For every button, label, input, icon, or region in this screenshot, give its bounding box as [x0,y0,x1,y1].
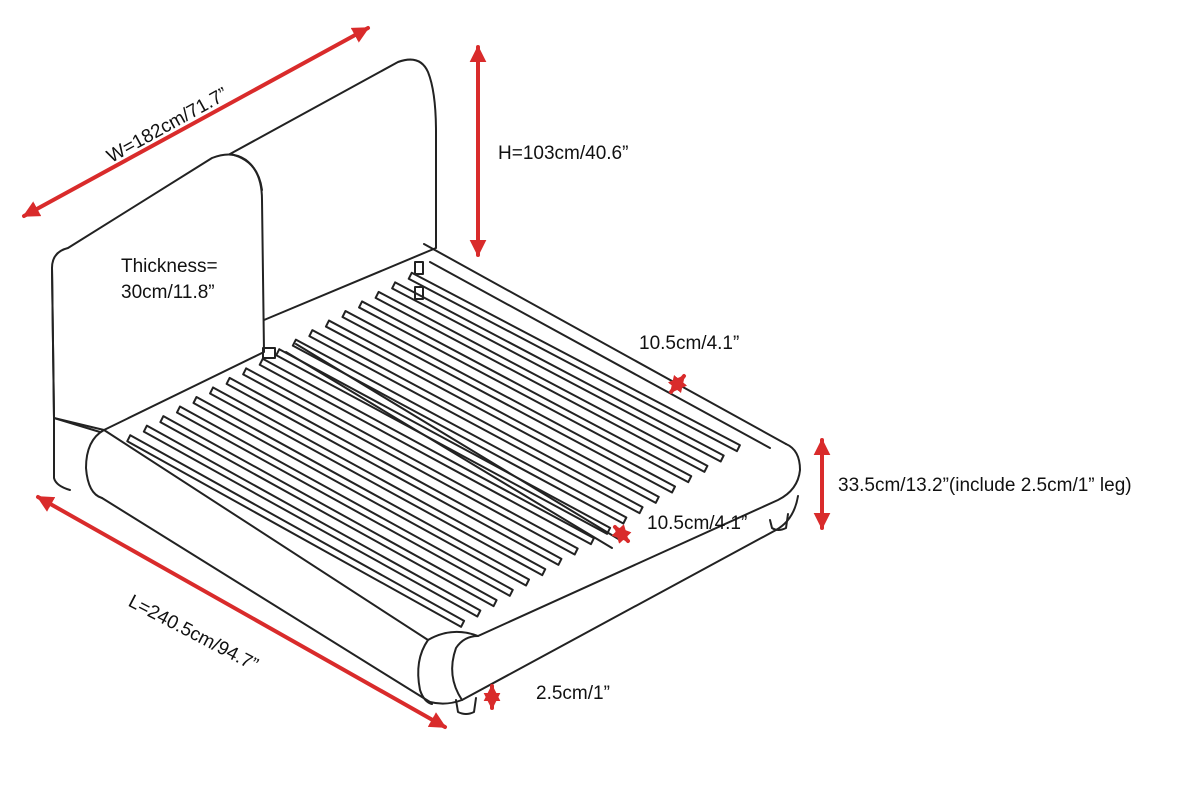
bed-slat [258,357,595,546]
bed-leg-front [455,697,477,715]
bed-slat [275,348,612,535]
bed-slat [126,434,466,628]
thickness-label-line1: Thickness= [121,256,218,277]
side-rail-front-arrow [611,524,632,544]
bed-slat [308,329,644,515]
bed-leg-right [769,513,789,531]
bed-slat [374,290,709,473]
bed-slat [225,376,563,566]
headboard-cushion-right [229,58,437,321]
length-arrow [36,495,447,729]
bed-slat [391,281,725,463]
side-rail-top-arrow [667,374,688,394]
headboard-thickness-label: Thickness= 30cm/11.8” [121,254,218,306]
slat-bracket [414,261,424,275]
bed-slat [242,367,579,556]
bed-slat [192,396,530,587]
bed-slat [407,271,741,453]
bed-slat [358,300,693,484]
side-rail-top-label: 10.5cm/4.1” [639,333,740,354]
side-rail-back [423,243,787,445]
footboard-rail [103,429,801,641]
side-rail-front-label: 10.5cm/4.1” [647,513,748,534]
bed-slat [324,319,660,504]
width-arrow [22,26,370,218]
center-support-bar [285,351,613,549]
bed-slat [142,424,482,618]
bed-slat [291,338,628,525]
height-dimension-label: H=103cm/40.6” [498,143,629,164]
bed-slat [209,386,547,577]
bed-slat [159,415,498,608]
slat-bracket [262,347,276,359]
leg-height-label: 2.5cm/1” [536,683,610,704]
bed-slat [175,405,514,597]
bed-slat [341,310,676,494]
headboard-cushion-left-side [51,267,71,491]
bed-height-label: 33.5cm/13.2”(include 2.5cm/1” leg) [838,475,1132,496]
thickness-label-line2: 30cm/11.8” [121,282,215,303]
